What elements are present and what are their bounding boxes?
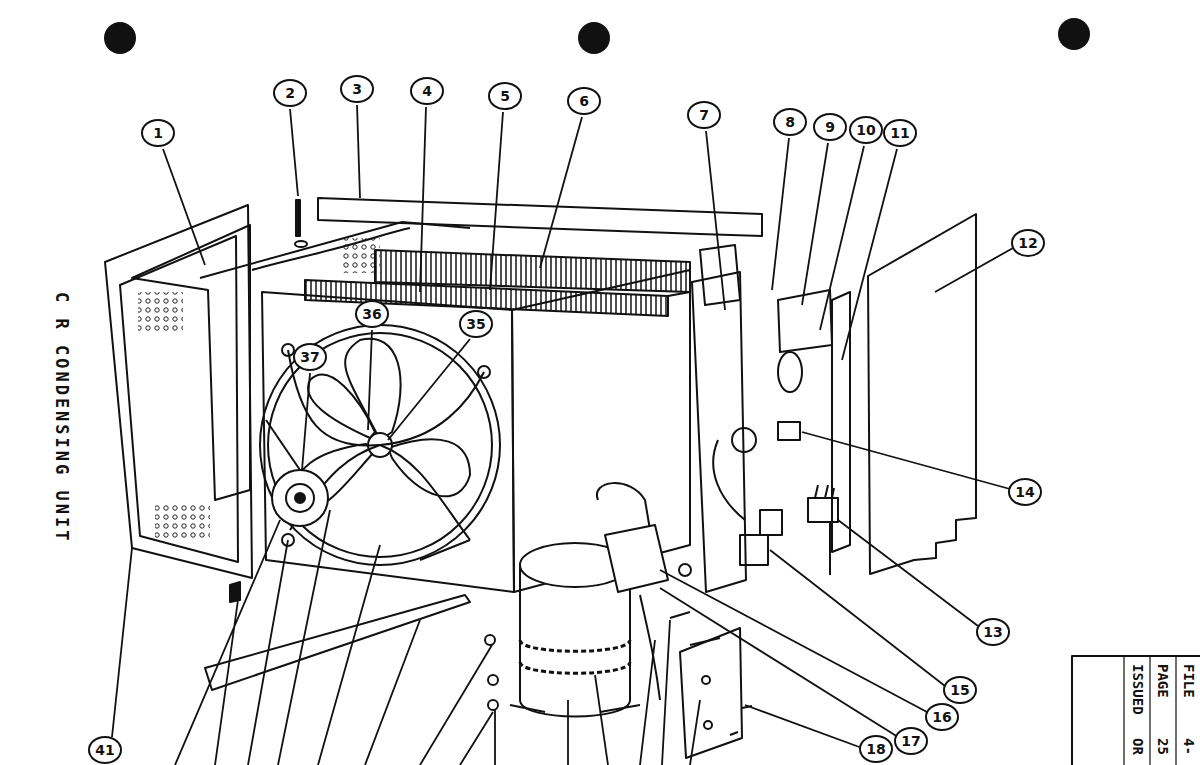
callout-number: 7 [687, 101, 721, 129]
callout-number: 36 [355, 300, 389, 328]
callout-number: 13 [976, 618, 1010, 646]
callout-number: 9 [813, 113, 847, 141]
callout-number: 18 [859, 735, 893, 763]
file-box-text: OR [1131, 738, 1145, 755]
file-box-text: ISSUED [1131, 664, 1145, 715]
callout-number: 6 [567, 87, 601, 115]
callout-number: 16 [925, 703, 959, 731]
file-box-text: 4- [1182, 738, 1196, 755]
callout-number: 1 [141, 119, 175, 147]
callout-number: 8 [773, 108, 807, 136]
file-box-text: FILE [1182, 664, 1196, 698]
callout-number: 41 [88, 736, 122, 764]
callout-number: 5 [488, 82, 522, 110]
page-title: C R CONDENSING UNIT [53, 292, 70, 543]
callout-number: 10 [849, 116, 883, 144]
callout-number: 4 [410, 77, 444, 105]
callout-number: 17 [894, 727, 928, 755]
callout-number: 15 [943, 676, 977, 704]
callout-number: 3 [340, 75, 374, 103]
callout-number: 37 [293, 343, 327, 371]
callout-number: 12 [1011, 229, 1045, 257]
callout-number: 2 [273, 79, 307, 107]
file-box-text: PAGE [1156, 664, 1170, 698]
callout-number: 14 [1008, 478, 1042, 506]
file-box-text: 25 [1156, 738, 1170, 755]
callout-number: 35 [459, 310, 493, 338]
callout-number: 11 [883, 119, 917, 147]
